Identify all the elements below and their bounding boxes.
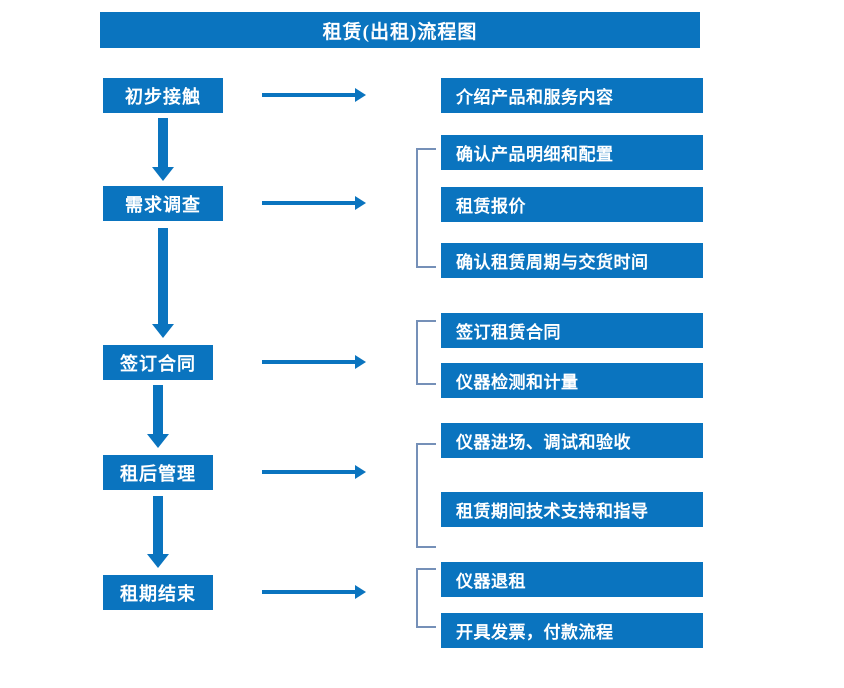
detail-box-introduce-products[interactable]: 介绍产品和服务内容 <box>441 78 703 113</box>
vertical-arrow-needs-to-contract <box>152 228 174 338</box>
horizontal-arrow-sign-contract <box>262 355 366 369</box>
stage-box-post-rental-management[interactable]: 租后管理 <box>103 455 213 490</box>
vertical-arrow-contract-to-post-rental <box>147 385 169 448</box>
diagram-title: 租赁(出租)流程图 <box>100 12 700 48</box>
horizontal-arrow-rental-end <box>262 585 366 599</box>
vertical-arrow-post-rental-to-end <box>147 496 169 568</box>
group-bracket-rental-end <box>416 568 436 628</box>
detail-box-sign-rental-contract[interactable]: 签订租赁合同 <box>441 313 703 348</box>
group-bracket-needs-survey <box>416 148 436 268</box>
stage-box-needs-survey[interactable]: 需求调查 <box>103 186 223 221</box>
stage-box-initial-contact[interactable]: 初步接触 <box>103 78 223 113</box>
detail-box-instrument-delivery-commissioning[interactable]: 仪器进场、调试和验收 <box>441 423 703 458</box>
detail-box-rental-quotation[interactable]: 租赁报价 <box>441 187 703 222</box>
horizontal-arrow-needs-survey <box>262 196 366 210</box>
detail-box-confirm-rental-period[interactable]: 确认租赁周期与交货时间 <box>441 243 703 278</box>
horizontal-arrow-initial-contact <box>262 88 366 102</box>
group-bracket-sign-contract <box>416 320 436 385</box>
vertical-arrow-initial-to-needs <box>152 118 174 181</box>
detail-box-technical-support[interactable]: 租赁期间技术支持和指导 <box>441 492 703 527</box>
detail-box-confirm-product-details[interactable]: 确认产品明细和配置 <box>441 135 703 170</box>
horizontal-arrow-post-rental-management <box>262 465 366 479</box>
stage-box-rental-end[interactable]: 租期结束 <box>103 575 213 610</box>
stage-box-sign-contract[interactable]: 签订合同 <box>103 345 213 380</box>
detail-box-invoice-payment[interactable]: 开具发票，付款流程 <box>441 613 703 648</box>
group-bracket-post-rental-management <box>416 443 436 548</box>
detail-box-instrument-return[interactable]: 仪器退租 <box>441 562 703 597</box>
detail-box-instrument-inspection[interactable]: 仪器检测和计量 <box>441 363 703 398</box>
